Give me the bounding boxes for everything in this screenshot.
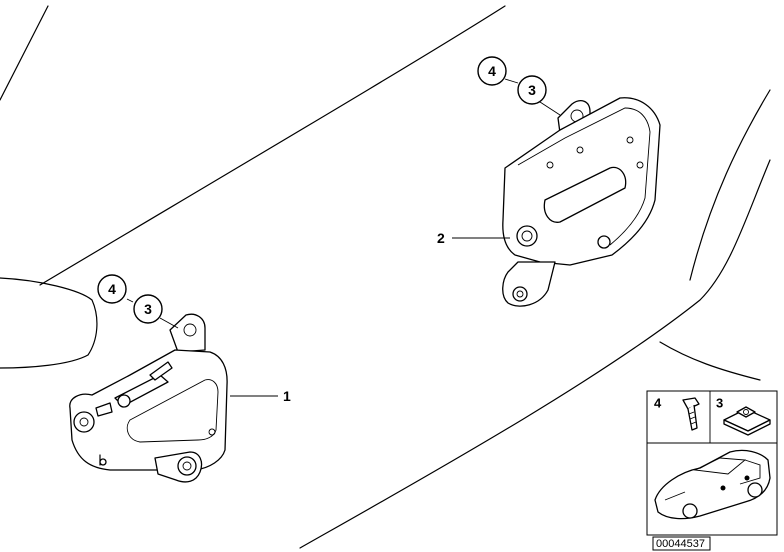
svg-text:4: 4 (488, 63, 496, 79)
part-label-1: 1 (283, 388, 291, 404)
callout-upper-3: 3 (517, 75, 547, 105)
svg-text:3: 3 (144, 301, 152, 317)
callout-upper-4: 4 (477, 56, 507, 86)
car-silhouette-icon (654, 449, 771, 520)
vehicle-body-outline (0, 5, 771, 549)
svg-text:4: 4 (108, 281, 116, 297)
bolt-icon (682, 397, 700, 431)
part-label-2: 2 (437, 230, 445, 246)
leader-lines (126, 78, 561, 397)
legend-panel: 4 3 00044537 (646, 390, 778, 551)
callout-lower-3: 3 (133, 294, 163, 324)
legend-nut-number: 3 (716, 396, 723, 411)
control-unit-part-2 (502, 97, 661, 307)
legend-bolt-number: 4 (654, 396, 662, 411)
svg-text:3: 3 (528, 82, 536, 98)
callout-lower-4: 4 (97, 274, 127, 304)
clip-nut-icon (723, 406, 771, 436)
control-unit-part-1 (69, 313, 228, 483)
reference-number: 00044537 (656, 538, 705, 550)
